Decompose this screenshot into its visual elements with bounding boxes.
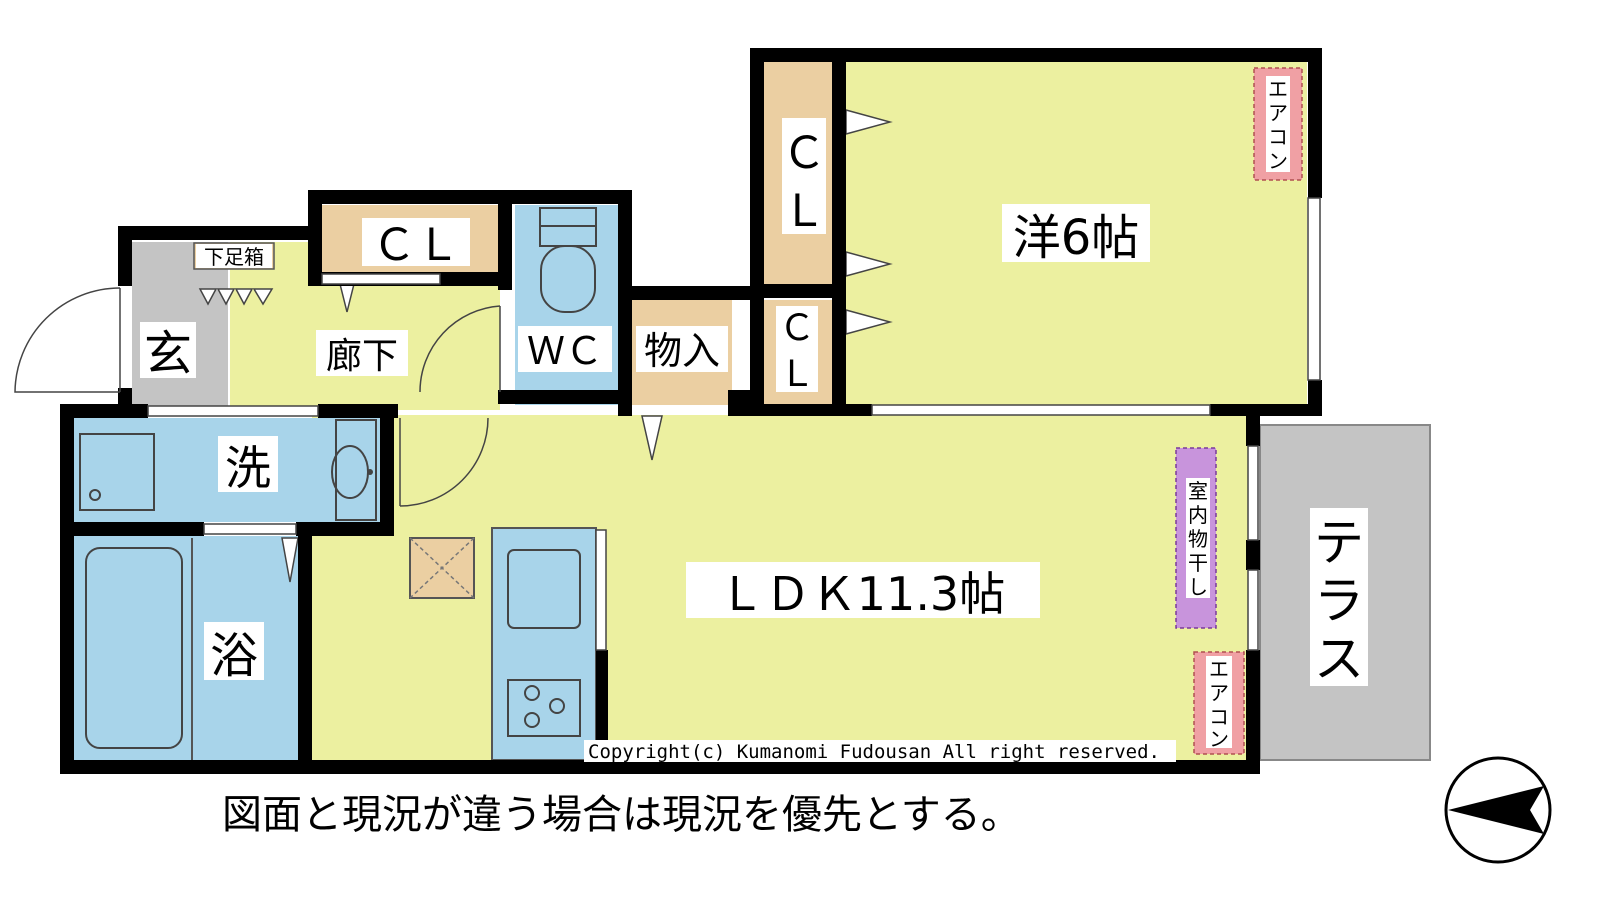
corridor-label: 廊下: [326, 336, 398, 377]
wc-label: ＷＣ: [527, 329, 603, 373]
svg-text:ア: ア: [1268, 101, 1288, 125]
bedroom-closet-small-l: Ｌ: [779, 354, 815, 395]
shoe-box-label: 下足箱: [204, 245, 264, 269]
bedroom-closet-top-l: Ｌ: [782, 186, 826, 237]
sink-icon: [507, 549, 581, 629]
ldk-label: ＬＤＫ11.3帖: [719, 567, 1005, 621]
washing-machine-icon: [79, 433, 155, 511]
wc-room: [515, 205, 618, 405]
north-arrow-icon: [1444, 756, 1552, 864]
entrance-label: 玄: [144, 326, 192, 382]
western-room-label: 洋6帖: [1013, 210, 1140, 266]
svg-text:エ: エ: [1268, 77, 1288, 101]
svg-text:内: 内: [1188, 503, 1208, 527]
indoor-dryer-label: 室 内 物 干 し: [1188, 479, 1208, 599]
aircon-ldk-label: エ ア コ ン: [1209, 657, 1229, 751]
bedroom-closet-small-c: Ｃ: [779, 308, 815, 349]
svg-text:エ: エ: [1209, 657, 1229, 681]
svg-text:室: 室: [1188, 479, 1208, 503]
svg-text:物: 物: [1188, 527, 1208, 551]
svg-text:ラ: ラ: [1314, 572, 1364, 630]
storage-label: 物入: [644, 329, 720, 373]
svg-text:コ: コ: [1209, 705, 1229, 729]
copyright-text: Copyright(c) Kumanomi Fudousan All right…: [588, 741, 1160, 763]
stove-icon: [507, 679, 581, 737]
svg-text:ン: ン: [1268, 149, 1288, 173]
svg-text:干: 干: [1188, 551, 1208, 575]
bathtub-icon: [85, 547, 183, 749]
aircon-top-label: エ ア コ ン: [1268, 77, 1288, 173]
svg-text:ン: ン: [1209, 727, 1229, 751]
washroom-label: 洗: [225, 441, 271, 495]
doors: [14, 287, 501, 507]
svg-text:し: し: [1188, 575, 1208, 599]
svg-text:コ: コ: [1268, 125, 1288, 149]
notice-text: 図面と現況が違う場合は現況を優先とする。: [222, 792, 1021, 838]
terrace-label: テ ラ ス: [1314, 514, 1364, 688]
bath-label: 浴: [210, 628, 258, 684]
svg-text:ア: ア: [1209, 681, 1229, 705]
svg-text:テ: テ: [1314, 514, 1364, 572]
bedroom-closet-top-c: Ｃ: [782, 128, 826, 179]
toilet-icon: [539, 207, 597, 313]
windows: [147, 197, 1321, 651]
walls: [60, 48, 1322, 774]
corridor-closet-label: ＣＬ: [372, 220, 460, 271]
svg-text:ス: ス: [1314, 630, 1364, 688]
